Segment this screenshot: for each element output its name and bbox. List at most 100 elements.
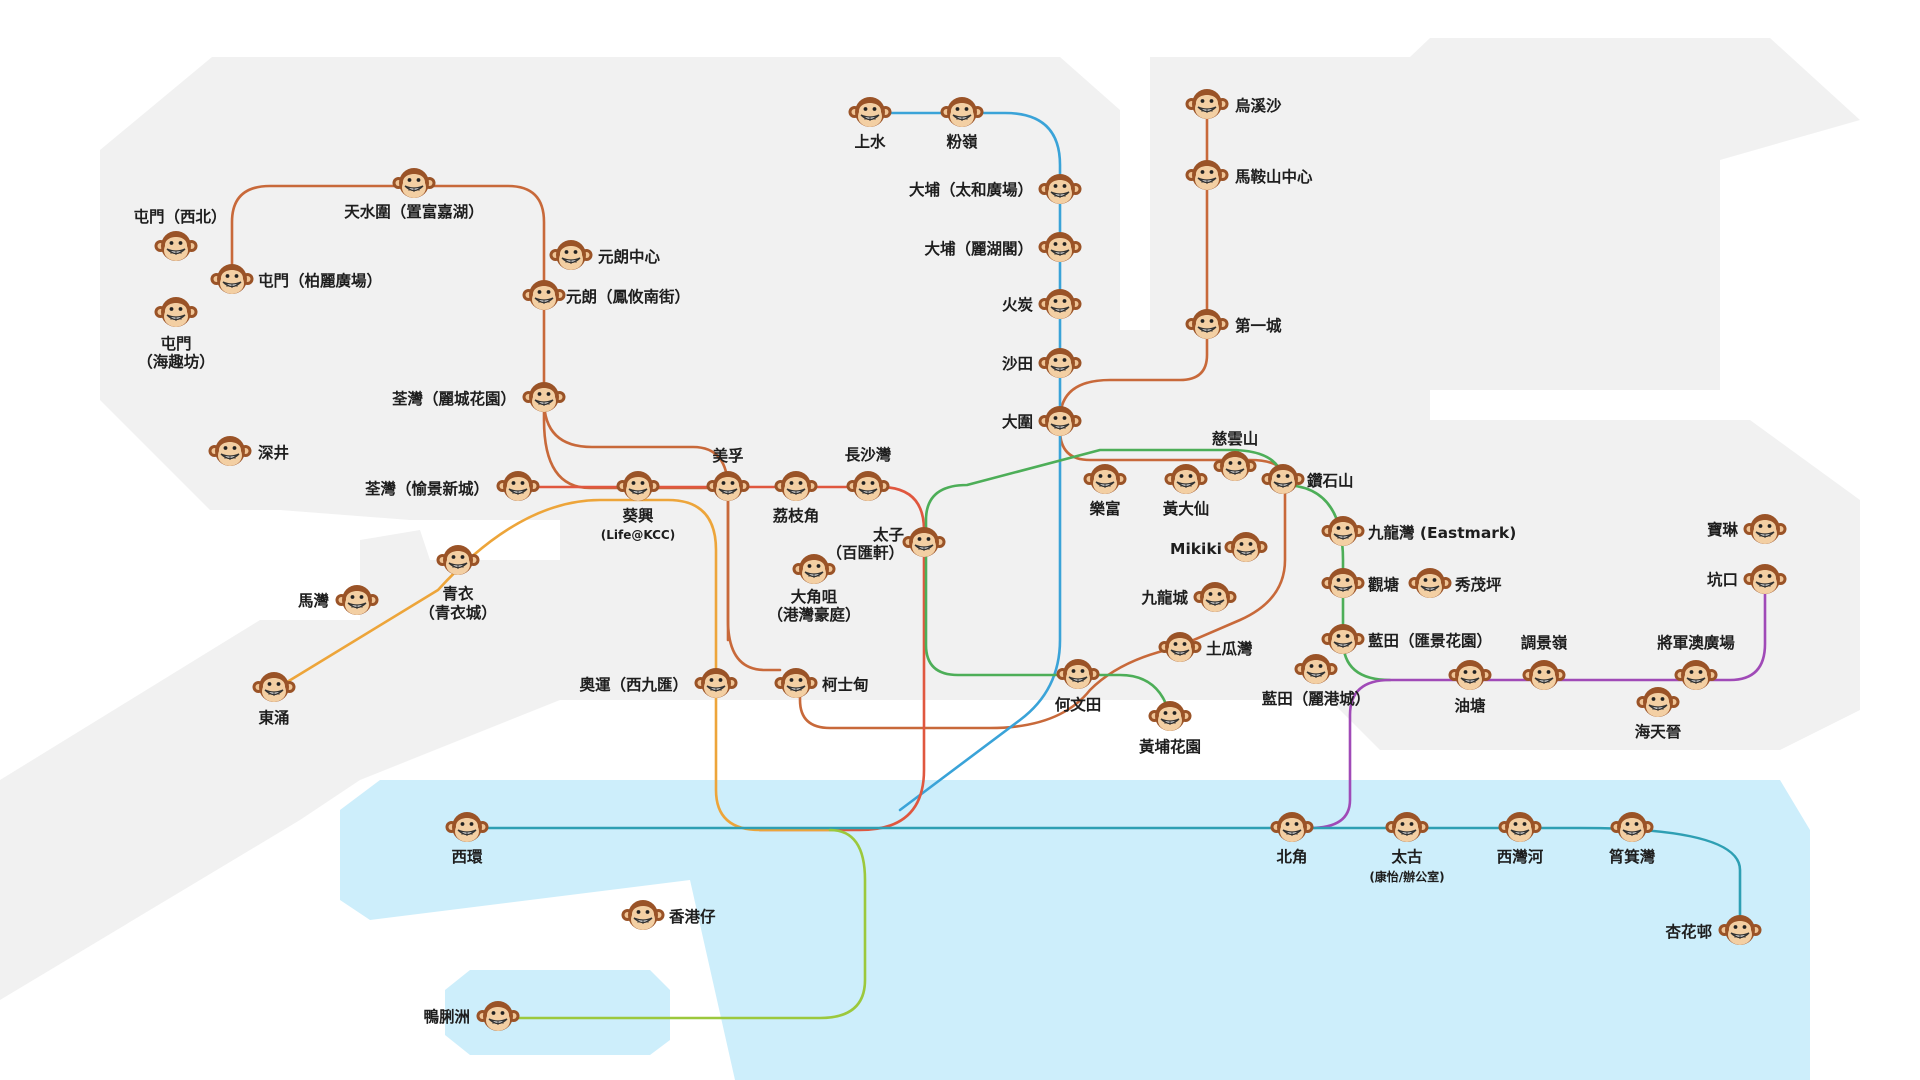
station-label-line2: （青衣城） bbox=[419, 603, 497, 622]
station-s14[interactable]: 天水圍（置富嘉湖） bbox=[344, 167, 484, 221]
station-label: 油塘 bbox=[1454, 696, 1486, 715]
station-label: 西環 bbox=[451, 848, 483, 866]
station-s21[interactable]: 美孚 bbox=[705, 446, 751, 502]
station-label: 柯士甸 bbox=[822, 675, 869, 694]
station-s44[interactable]: 藍田（麗港城） bbox=[1262, 653, 1371, 708]
station-label: 將軍澳廣場 bbox=[1657, 633, 1735, 652]
station-s23[interactable]: 長沙灣 bbox=[845, 445, 892, 502]
station-label: 土瓜灣 bbox=[1206, 639, 1253, 658]
station-s24[interactable]: 太子（百匯軒） bbox=[826, 525, 947, 562]
station-s51[interactable]: 西環 bbox=[444, 811, 490, 866]
station-label: 太子 bbox=[873, 525, 905, 544]
station-s09[interactable]: 馬鞍山中心 bbox=[1184, 159, 1314, 191]
station-s35[interactable]: Mikiki bbox=[1170, 531, 1269, 563]
station-label: 調景嶺 bbox=[1521, 633, 1568, 652]
station-label: 東涌 bbox=[258, 708, 289, 727]
station-s32[interactable]: 鑽石山 bbox=[1260, 463, 1354, 495]
station-label: Mikiki bbox=[1170, 540, 1222, 558]
station-s18[interactable]: 深井 bbox=[207, 435, 290, 467]
station-s30[interactable]: 柯士甸 bbox=[773, 667, 869, 699]
station-s25[interactable]: 大角咀（港灣豪庭） bbox=[767, 553, 861, 624]
station-label-line2: （百匯軒） bbox=[826, 543, 904, 562]
station-s31[interactable]: 慈雲山 bbox=[1212, 429, 1259, 482]
station-s03[interactable]: 大埔（太和廣場） bbox=[909, 173, 1083, 205]
station-label: 第一城 bbox=[1235, 316, 1282, 335]
station-label: 坑口 bbox=[1707, 570, 1738, 589]
station-label: 馬灣 bbox=[298, 591, 330, 610]
station-s16[interactable]: 元朗（鳳攸南街） bbox=[521, 279, 691, 311]
station-s40[interactable]: 九龍灣 (Eastmark) bbox=[1320, 515, 1517, 547]
station-label-line2: (康怡/辦公室) bbox=[1369, 869, 1444, 884]
station-s10[interactable]: 第一城 bbox=[1184, 308, 1283, 340]
station-s37[interactable]: 土瓜灣 bbox=[1157, 631, 1254, 663]
station-s57[interactable]: 筲箕灣 bbox=[1609, 811, 1656, 866]
station-label: 大圍 bbox=[1002, 412, 1033, 431]
route-line-purple bbox=[1308, 578, 1767, 830]
station-label: 葵興 bbox=[622, 506, 654, 525]
station-s48[interactable]: 海天晉 bbox=[1635, 686, 1682, 741]
station-s50[interactable]: 坑口 bbox=[1707, 563, 1788, 595]
station-s07[interactable]: 大圍 bbox=[1002, 405, 1083, 437]
station-s08[interactable]: 烏溪沙 bbox=[1184, 88, 1283, 120]
monkey-face-icon[interactable] bbox=[1147, 700, 1193, 732]
station-s17[interactable]: 荃灣（麗城花園） bbox=[392, 381, 567, 413]
station-label: 天水圍（置富嘉湖） bbox=[344, 202, 484, 221]
station-s12[interactable]: 屯門（柏麗廣場） bbox=[209, 263, 383, 295]
station-s47[interactable]: 將軍澳廣場 bbox=[1657, 633, 1735, 691]
route-lines bbox=[230, 96, 1767, 1020]
station-s01[interactable]: 上水 bbox=[847, 96, 893, 151]
station-s33[interactable]: 樂富 bbox=[1082, 463, 1128, 518]
station-label: 觀塘 bbox=[1368, 575, 1400, 594]
station-s34[interactable]: 黃大仙 bbox=[1162, 463, 1210, 518]
station-s06[interactable]: 沙田 bbox=[1002, 347, 1083, 379]
station-label: 鑽石山 bbox=[1307, 471, 1354, 490]
station-label: 粉嶺 bbox=[946, 132, 978, 151]
station-s43[interactable]: 藍田（匯景花園） bbox=[1320, 623, 1493, 655]
station-label: 樂富 bbox=[1089, 499, 1120, 518]
station-label: 大埔（麗湖閣） bbox=[924, 239, 1033, 258]
station-s42[interactable]: 秀茂坪 bbox=[1407, 567, 1503, 599]
station-s38[interactable]: 何文田 bbox=[1055, 658, 1102, 714]
station-s27[interactable]: 馬灣 bbox=[298, 584, 380, 616]
station-label: 元朗（鳳攸南街） bbox=[566, 287, 690, 306]
station-label: 慈雲山 bbox=[1212, 429, 1259, 448]
station-s53[interactable]: 鴨脷洲 bbox=[423, 1000, 521, 1032]
station-s05[interactable]: 火炭 bbox=[1002, 288, 1083, 320]
station-s55[interactable]: 太古(康怡/辦公室) bbox=[1369, 811, 1445, 884]
station-label: 秀茂坪 bbox=[1454, 575, 1502, 594]
route-line-orange bbox=[272, 498, 832, 832]
station-s49[interactable]: 寶琳 bbox=[1707, 513, 1788, 545]
station-s52[interactable]: 香港仔 bbox=[620, 899, 717, 931]
station-s56[interactable]: 西灣河 bbox=[1497, 811, 1544, 866]
station-s28[interactable]: 東涌 bbox=[251, 671, 297, 727]
station-s39[interactable]: 黃埔花園 bbox=[1138, 700, 1201, 756]
station-label: 香港仔 bbox=[669, 907, 716, 926]
station-s58[interactable]: 杏花邨 bbox=[1665, 914, 1763, 946]
station-s46[interactable]: 調景嶺 bbox=[1521, 633, 1568, 691]
station-label: 荔枝角 bbox=[772, 506, 820, 525]
station-s04[interactable]: 大埔（麗湖閣） bbox=[924, 231, 1083, 263]
station-s13[interactable]: 屯門（海趣坊） bbox=[137, 296, 215, 371]
station-label: 何文田 bbox=[1055, 695, 1102, 714]
station-s54[interactable]: 北角 bbox=[1269, 811, 1315, 866]
station-label: 筲箕灣 bbox=[1609, 847, 1656, 866]
station-s41[interactable]: 觀塘 bbox=[1320, 567, 1400, 599]
station-s26[interactable]: 青衣（青衣城） bbox=[419, 544, 497, 622]
station-label: 北角 bbox=[1276, 847, 1307, 866]
station-s22[interactable]: 荔枝角 bbox=[772, 470, 820, 525]
station-label: 屯門（柏麗廣場） bbox=[258, 271, 382, 290]
land-lantau bbox=[0, 530, 560, 1000]
monkey-face-icon[interactable] bbox=[620, 899, 666, 931]
station-label: 大角咀 bbox=[791, 587, 838, 606]
station-s45[interactable]: 油塘 bbox=[1447, 659, 1493, 715]
station-label-line2: (Life@KCC) bbox=[601, 528, 675, 542]
station-s29[interactable]: 奧運（西九匯） bbox=[579, 667, 739, 699]
station-s20[interactable]: 葵興 (Life@KCC) bbox=[601, 470, 675, 542]
station-markers: 上水粉嶺大埔（太和廣場） 大埔（麗湖閣） 火炭沙田大圍 烏溪沙馬鞍山中心第一城 屯門（西… bbox=[133, 88, 1788, 1032]
station-s11[interactable]: 屯門（西北） bbox=[133, 207, 227, 262]
station-s02[interactable]: 粉嶺 bbox=[939, 96, 985, 151]
water-south bbox=[445, 970, 670, 1055]
station-s19[interactable]: 荃灣（愉景新城） bbox=[365, 470, 541, 502]
station-s36[interactable]: 九龍城 bbox=[1140, 581, 1238, 613]
station-s15[interactable]: 元朗中心 bbox=[548, 239, 661, 271]
